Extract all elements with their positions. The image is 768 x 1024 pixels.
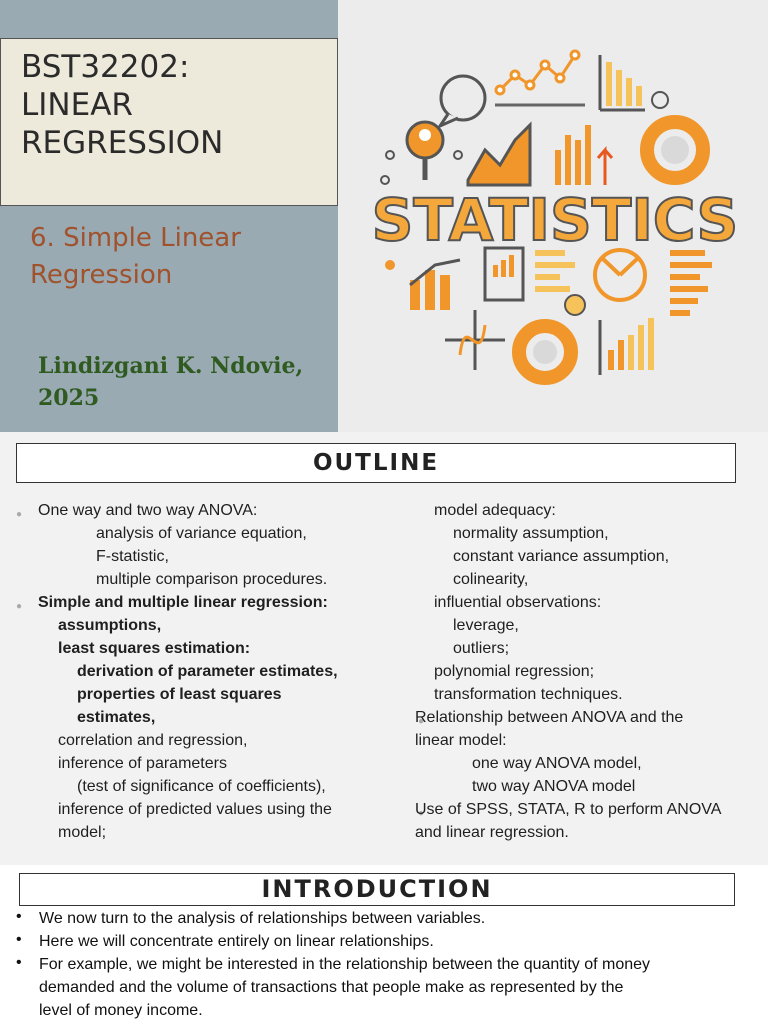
bullet-dot: ● bbox=[16, 601, 23, 612]
line-chart-icon bbox=[494, 49, 585, 107]
outline-slide: OUTLINE ● One way and two way ANOVA: ana… bbox=[0, 432, 768, 865]
introduction-heading: INTRODUCTION bbox=[19, 873, 735, 906]
outline-item: transformation techniques. bbox=[434, 686, 623, 703]
donut-chart-icon bbox=[640, 91, 710, 185]
outline-item: multiple comparison procedures. bbox=[96, 571, 328, 588]
outline-item: one way ANOVA model, bbox=[472, 755, 642, 772]
course-title-line-2: REGRESSION bbox=[21, 125, 224, 161]
subtitle-line-2: Regression bbox=[30, 260, 173, 290]
outline-item: Simple and multiple linear regression: bbox=[38, 594, 328, 611]
outline-item: properties of least squares bbox=[77, 686, 282, 703]
horizontal-bars-icon bbox=[535, 250, 575, 292]
pie-chart-icon bbox=[564, 248, 647, 316]
outline-item: model adequacy: bbox=[434, 502, 556, 519]
bottom-donut-icon bbox=[512, 319, 578, 385]
intro-bullet: We now turn to the analysis of relations… bbox=[39, 910, 486, 927]
outline-item: inference of predicted values using the bbox=[58, 801, 332, 818]
outline-item: Use of SPSS, STATA, R to perform ANOVA bbox=[415, 801, 722, 818]
outline-item: normality assumption, bbox=[453, 525, 609, 542]
outline-item: constant variance assumption, bbox=[453, 548, 670, 565]
outline-item: estimates, bbox=[77, 709, 156, 726]
axes-curve-icon bbox=[445, 310, 505, 370]
outline-item: leverage, bbox=[453, 617, 519, 634]
outline-item: derivation of parameter estimates, bbox=[77, 663, 338, 680]
area-chart-icon bbox=[466, 121, 532, 187]
outline-item: and linear regression. bbox=[415, 824, 569, 841]
rising-bars-icon bbox=[385, 258, 461, 310]
author-block: Lindizgani K. Ndovie, 2025 bbox=[38, 350, 303, 414]
author-name: Lindizgani K. Ndovie, bbox=[38, 353, 304, 379]
bullet-dot: • bbox=[16, 954, 22, 971]
bullet-dot: • bbox=[16, 931, 22, 948]
outline-item: influential observations: bbox=[434, 594, 602, 611]
small-bars-icon bbox=[555, 125, 614, 185]
outline-item: correlation and regression, bbox=[58, 732, 248, 749]
subtitle-line-1: 6. Simple Linear bbox=[30, 223, 241, 253]
outline-item: inference of parameters bbox=[58, 755, 227, 772]
outline-item: colinearity, bbox=[453, 571, 529, 588]
course-title-box: BST32202: LINEAR REGRESSION bbox=[0, 38, 338, 206]
right-bars-icon bbox=[670, 250, 712, 316]
speech-bubble-icon bbox=[435, 74, 487, 130]
introduction-slide: INTRODUCTION • We now turn to the analys… bbox=[0, 865, 768, 1024]
outline-item: (test of significance of coefficients), bbox=[77, 778, 326, 795]
outline-item: analysis of variance equation, bbox=[96, 525, 307, 542]
bullet-dot: ● bbox=[418, 808, 425, 819]
outline-item: least squares estimation: bbox=[58, 640, 251, 657]
outline-item: assumptions, bbox=[58, 617, 162, 634]
bullet-dot: ● bbox=[418, 716, 425, 727]
magnifier-person-icon bbox=[380, 120, 463, 185]
document-icon bbox=[483, 246, 525, 302]
outline-heading: OUTLINE bbox=[16, 443, 736, 483]
course-code: BST32202: bbox=[21, 49, 190, 85]
course-title-line-1: LINEAR bbox=[21, 87, 133, 123]
outline-item: linear model: bbox=[415, 732, 507, 749]
bullet-dot: • bbox=[16, 908, 22, 925]
intro-bullet: For example, we might be interested in t… bbox=[39, 956, 651, 973]
outline-item: outliers; bbox=[453, 640, 510, 657]
intro-bullet: Here we will concentrate entirely on lin… bbox=[39, 933, 434, 950]
outline-item: Relationship between ANOVA and the bbox=[415, 709, 684, 726]
title-slide: BST32202: LINEAR REGRESSION 6. Simple Li… bbox=[0, 0, 768, 432]
outline-item: model; bbox=[58, 824, 107, 841]
outline-item: two way ANOVA model bbox=[472, 778, 636, 795]
bottom-bars-icon bbox=[598, 318, 654, 375]
outline-item: F-statistic, bbox=[96, 548, 169, 565]
statistics-word: STATISTICS bbox=[372, 186, 739, 254]
intro-bullet-continued: level of money income. bbox=[39, 1002, 203, 1019]
outline-item: One way and two way ANOVA: bbox=[38, 502, 258, 519]
lecture-subtitle: 6. Simple Linear Regression bbox=[30, 220, 241, 294]
statistics-illustration: STATISTICS bbox=[371, 49, 739, 385]
outline-item: polynomial regression; bbox=[434, 663, 595, 680]
intro-bullet-continued: demanded and the volume of transactions … bbox=[39, 979, 624, 996]
bar-chart-icon bbox=[598, 55, 645, 112]
bullet-dot: ● bbox=[16, 509, 23, 520]
author-year: 2025 bbox=[38, 385, 100, 411]
